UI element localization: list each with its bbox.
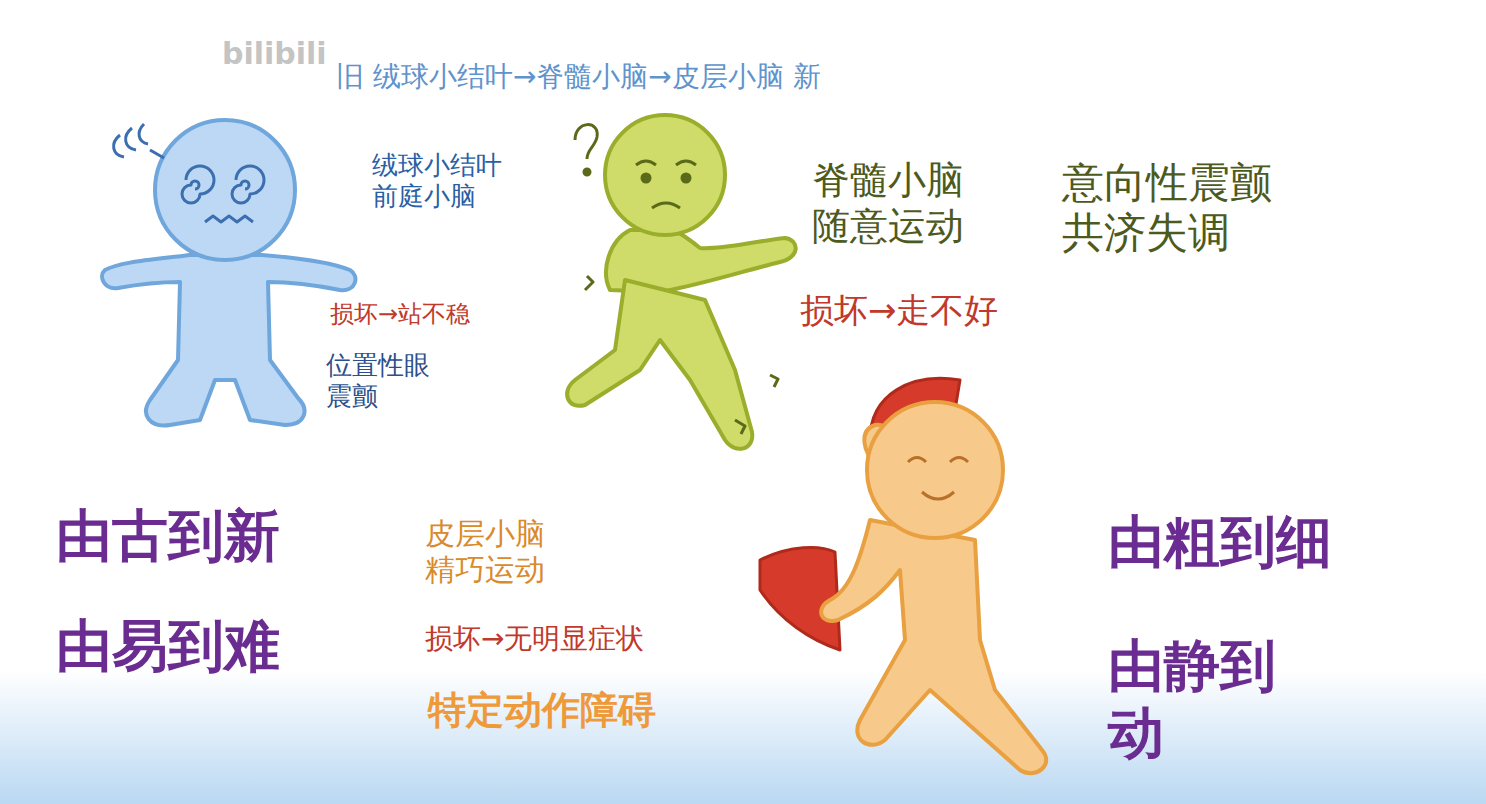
principle-label: 由粗到细 — [1108, 508, 1332, 575]
principle-label: 由古到新 — [56, 502, 280, 569]
region-name: 皮层小脑 精巧运动 — [425, 516, 565, 588]
dizzy-figure — [102, 120, 355, 425]
symptom-note: 位置性眼 震颤 — [326, 350, 438, 412]
damage-note: 损坏→走不好 — [800, 290, 999, 331]
damage-note: 损坏→站不稳 — [330, 300, 470, 329]
fan-dance-figure — [760, 378, 1046, 773]
diagram-title: 旧 绒球小结叶→脊髓小脑→皮层小脑 新 — [336, 60, 821, 94]
principle-label: 由易到难 — [56, 612, 280, 679]
region-name: 绒球小结叶 前庭小脑 — [372, 150, 522, 212]
damage-note: 损坏→无明显症状 — [425, 622, 644, 656]
walking-figure — [567, 115, 796, 449]
symptom-note: 意向性震颤 共济失调 — [1062, 158, 1292, 259]
principle-label: 由静到 动 — [1108, 632, 1308, 766]
region-name: 脊髓小脑 随意运动 — [812, 158, 982, 249]
symptom-note: 特定动作障碍 — [428, 688, 656, 734]
watermark: bilibili — [222, 36, 327, 72]
